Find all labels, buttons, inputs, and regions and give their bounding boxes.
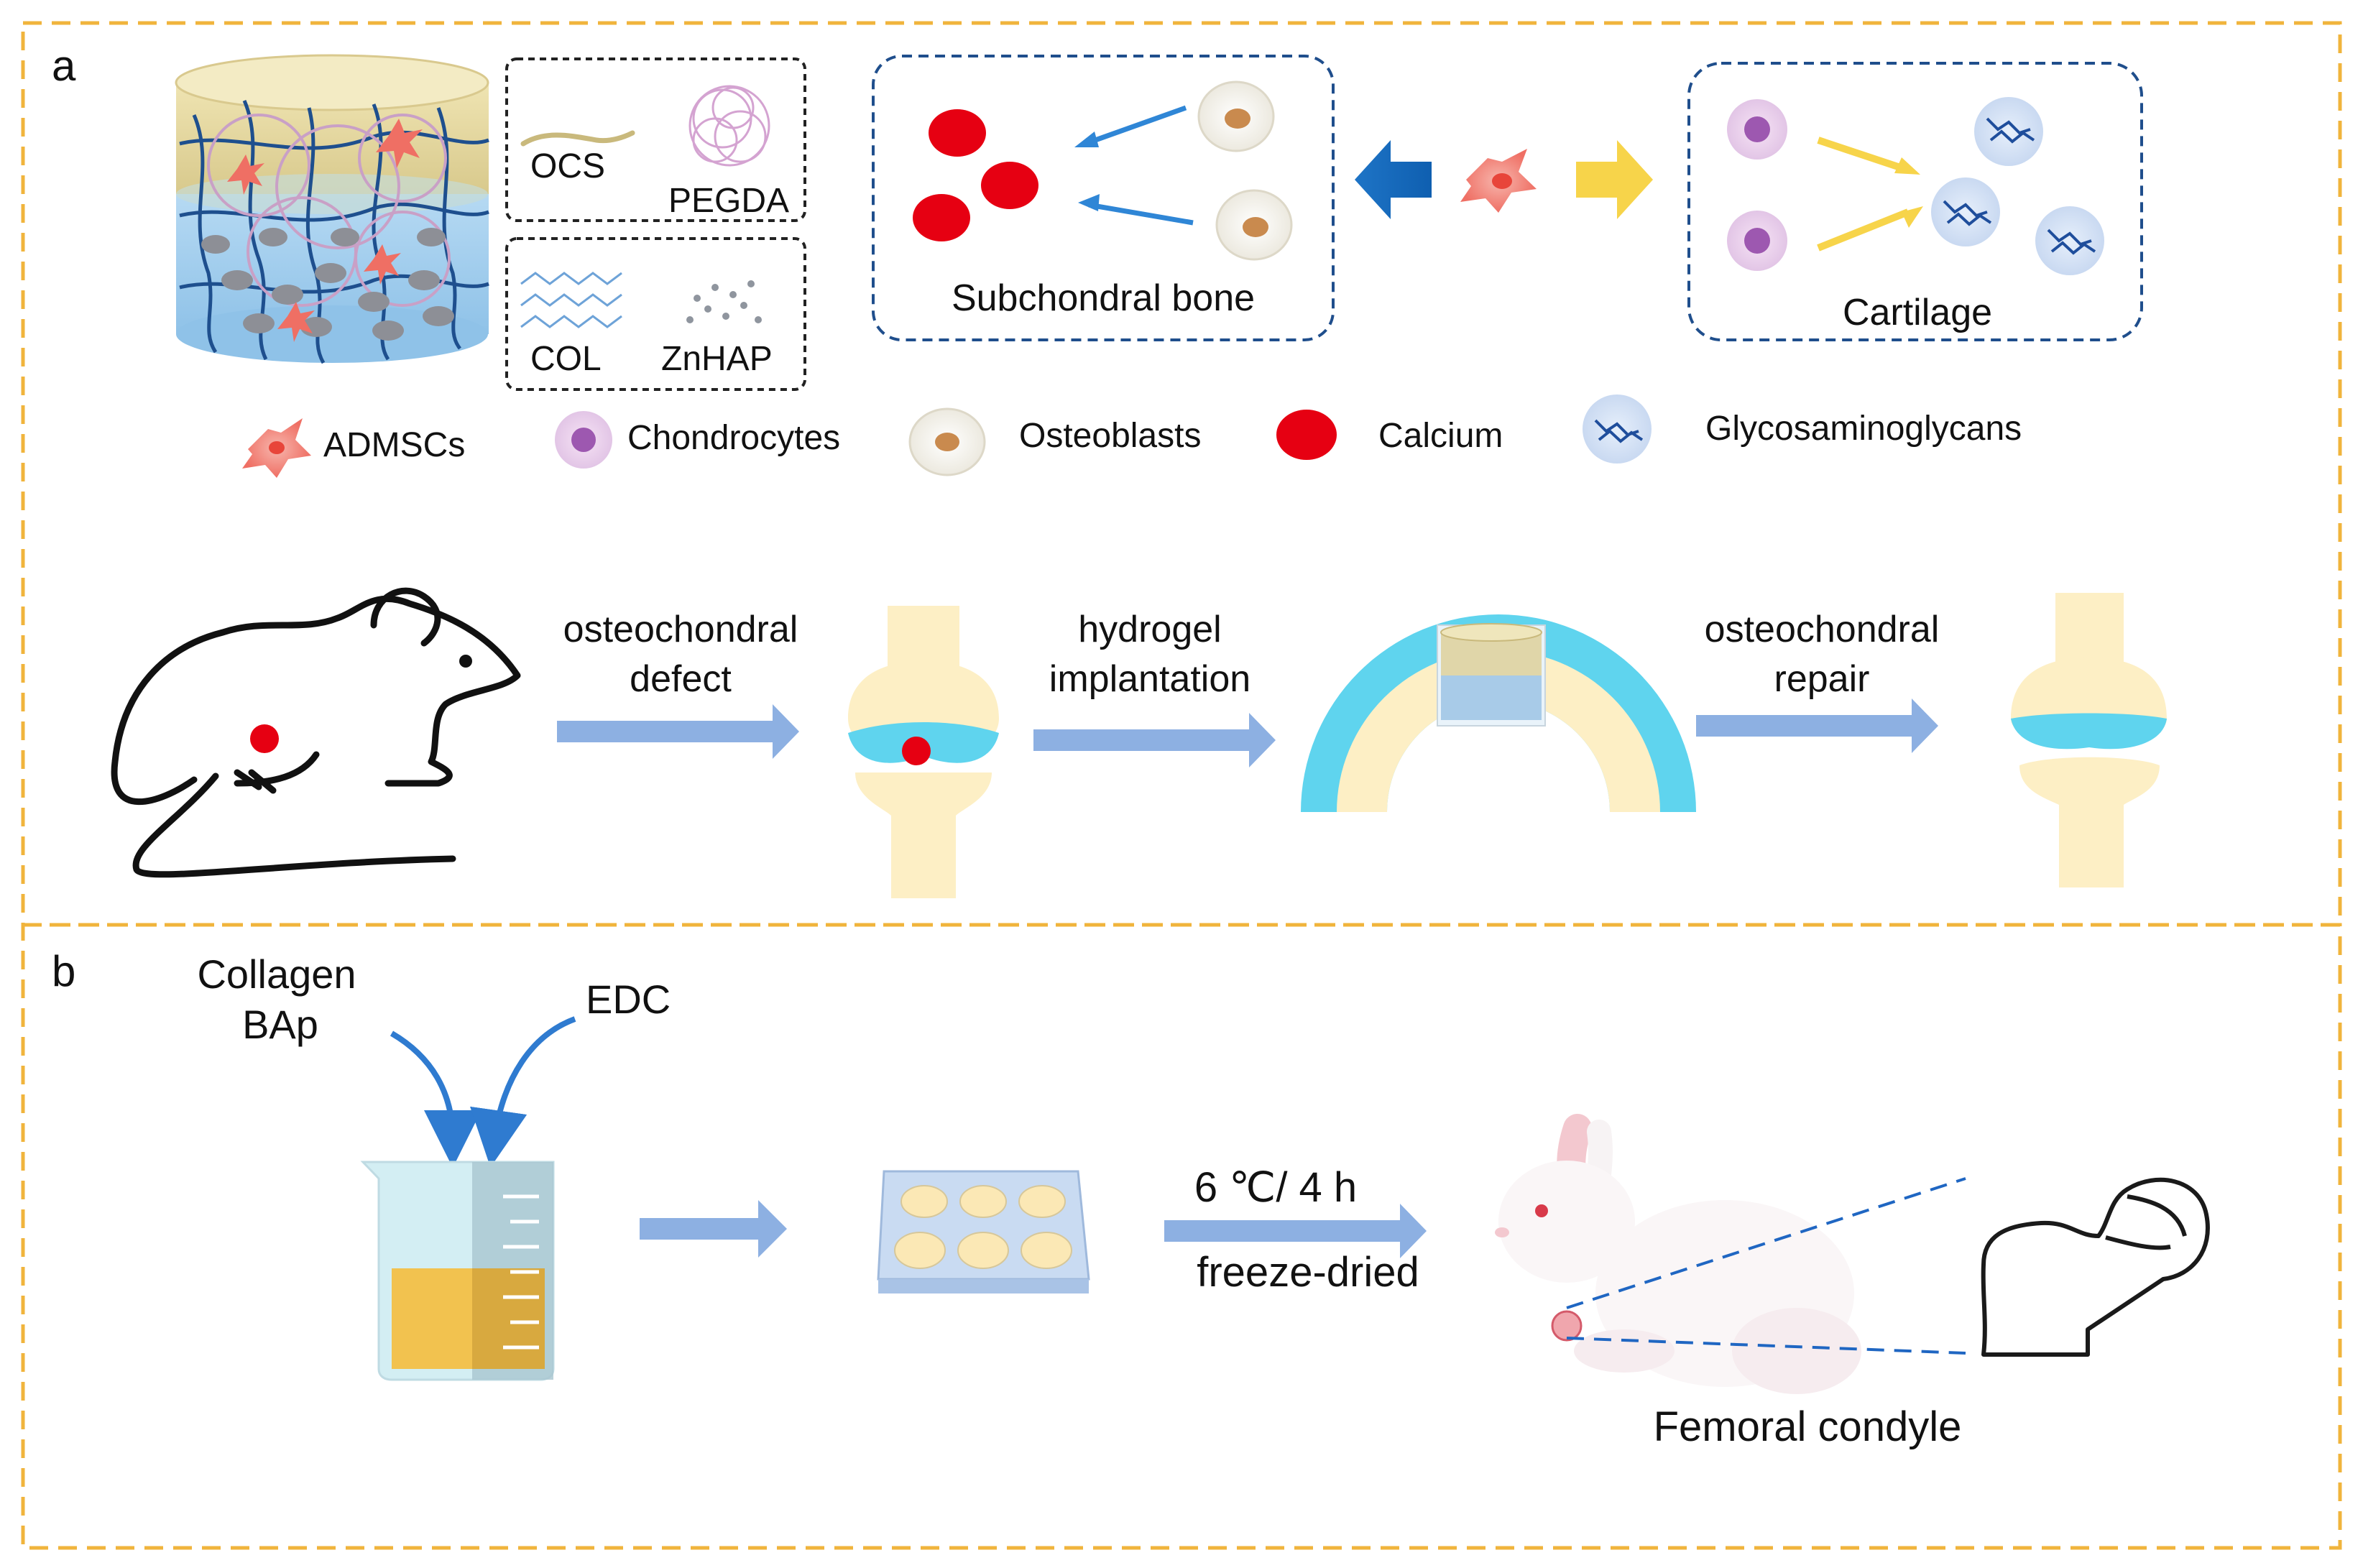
freeze-arrow: [1164, 1204, 1427, 1258]
femoral-condyle-marker: [1551, 1310, 1583, 1342]
legend-osteoblasts: Osteoblasts: [1019, 417, 1201, 455]
cartilage-box: [1687, 62, 2143, 341]
legend-chondrocytes: Chondrocytes: [627, 419, 840, 457]
hydrogel-scaffold: [175, 54, 489, 364]
defective-joint: [848, 606, 999, 898]
reagent-edc: EDC: [586, 977, 671, 1022]
chondrocyte-cells: [1727, 99, 1787, 271]
step2-arrow: [1033, 713, 1276, 767]
ocs-icon: [520, 130, 635, 147]
osteoblast-cells: [1197, 80, 1293, 261]
rat-eye: [459, 655, 472, 668]
curved-arrow-right: [470, 1016, 576, 1168]
condyle-outline-icon: [1981, 1177, 2210, 1357]
osteogenic-arrows: [1074, 105, 1194, 226]
beaker-icon: [360, 1161, 555, 1381]
freeze-process: freeze-dried: [1197, 1249, 1419, 1296]
col-icon: [520, 272, 622, 328]
mix-to-plate-arrow: [640, 1200, 787, 1258]
defect-site-rat: [250, 724, 279, 753]
repaired-joint: [2011, 593, 2167, 887]
legend-calcium: Calcium: [1378, 417, 1503, 455]
freeze-condition: 6 ℃/ 4 h: [1194, 1164, 1357, 1211]
pegda-icon: [688, 85, 770, 167]
femoral-condyle-label: Femoral condyle: [1654, 1403, 1962, 1450]
panel-b-frame: [21, 923, 2342, 1550]
calcium-deposits: [913, 109, 1038, 241]
implanted-site: [1301, 614, 1696, 812]
legend-gags: Glycosaminoglycans: [1705, 410, 2022, 448]
step1-line2: defect: [630, 658, 732, 700]
col-label: COL: [530, 340, 602, 378]
panel-b-letter: b: [52, 947, 75, 995]
panel-a-letter: a: [52, 42, 76, 90]
ocs-pegda-box: [505, 57, 806, 222]
curved-arrow-left: [390, 1030, 482, 1168]
calcium-legend-icon: [1276, 410, 1337, 460]
rabbit-icon: [1495, 1114, 1861, 1394]
step3-line1: osteochondral: [1705, 609, 1940, 650]
step1-line1: osteochondral: [563, 609, 798, 650]
blue-left-arrow: [1355, 140, 1432, 219]
rat-silhouette: [111, 587, 521, 878]
zoom-line-bottom: [1566, 1337, 1966, 1355]
step3-line2: repair: [1774, 658, 1870, 700]
znhap-icon: [686, 280, 762, 323]
well-plate-icon: [877, 1170, 1090, 1293]
reagent-bap: BAp: [242, 1002, 318, 1047]
gag-legend-icon: [1583, 395, 1652, 464]
cartilage-label: Cartilage: [1843, 292, 1992, 333]
pegda-label: PEGDA: [668, 182, 789, 220]
col-znhap-box: [505, 237, 806, 391]
ocs-label: OCS: [530, 147, 605, 185]
step3-arrow: [1696, 698, 1938, 753]
chondrogenic-arrows: [1817, 137, 1923, 252]
step1-arrow: [557, 704, 799, 759]
zoom-line-top: [1566, 1177, 1966, 1309]
znhap-label: ZnHAP: [661, 340, 773, 378]
step2-line2: implantation: [1049, 658, 1250, 700]
legend-admscs: ADMSCs: [323, 426, 465, 464]
step2-line1: hydrogel: [1078, 609, 1221, 650]
yellow-right-arrow: [1576, 140, 1653, 219]
subchondral-box: [872, 55, 1335, 341]
gag-cluster: [1931, 97, 2104, 275]
subchondral-label: Subchondral bone: [952, 277, 1255, 319]
reagent-collagen: Collagen: [197, 951, 356, 997]
